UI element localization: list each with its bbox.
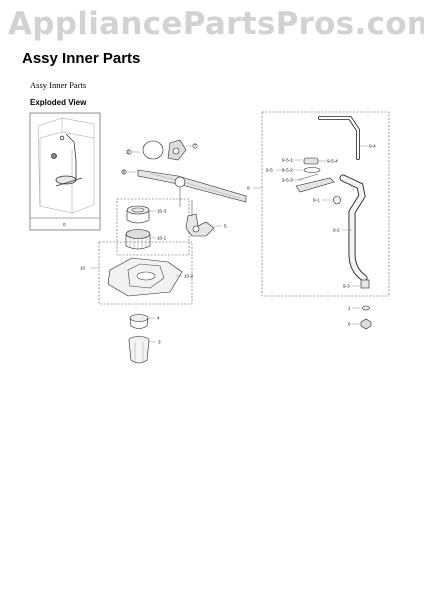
sump-cup [128, 336, 150, 364]
filter-top [126, 205, 150, 224]
section-heading: Exploded View [30, 98, 87, 107]
washer [362, 305, 370, 311]
callout-arm-part2: 9-5-2 [282, 168, 293, 173]
callout-box-a: 0 [63, 222, 66, 227]
callout-filter-top: 10-3 [157, 209, 167, 214]
filter-assy-box [98, 241, 193, 305]
callout-arm-part3: 9-5-3 [282, 178, 293, 183]
upper-arm-parts [295, 157, 335, 193]
nut [360, 318, 372, 330]
inset-pipe-sketch [51, 133, 83, 187]
callout-gasket: 2 [127, 150, 130, 155]
lower-spray-arm [137, 169, 247, 207]
callout-holder: 5 [224, 224, 227, 229]
callout-duct: 9-2 [333, 228, 340, 233]
inset-box [29, 112, 101, 231]
holder-part [185, 200, 215, 237]
callout-lower-arm: 8 [123, 170, 126, 175]
clip-part [167, 139, 187, 161]
callout-filter-assy: 10 [80, 266, 86, 271]
callout-arm-part1: 9-5-1 [282, 158, 293, 163]
page-title: Assy Inner Parts [22, 50, 141, 67]
site-watermark: AppliancePartsPros.com [8, 6, 424, 42]
inset-tub-sketch [37, 117, 95, 214]
upper-pipe [318, 116, 360, 160]
callout-sump-ring: 4 [157, 316, 160, 321]
callout-filter-mid: 10-1 [157, 236, 167, 241]
callout-nozzle: 9-5-4 [327, 159, 338, 164]
callout-upper-group: 9 [247, 186, 250, 191]
callout-duct-end: 9-3 [343, 284, 350, 289]
callout-washer: 1 [348, 306, 351, 311]
water-duct [339, 174, 368, 282]
callout-clip: 7 [194, 144, 197, 149]
gasket-ring [142, 140, 164, 160]
callout-nut: 6 [348, 322, 351, 327]
filter-mesh [125, 229, 151, 250]
callout-arm-group: 9-5 [266, 168, 273, 173]
filter-plate [107, 257, 183, 297]
upper-group-box [261, 111, 390, 297]
page-subtitle: Assy Inner Parts [30, 80, 87, 90]
callout-upper-pipe: 9-4 [369, 144, 376, 149]
callout-filter-plate: 10-2 [184, 274, 194, 279]
duct-cap [333, 195, 341, 205]
duct-end [360, 279, 370, 289]
sump-ring [129, 314, 149, 329]
callout-sump-cup: 3 [158, 340, 161, 345]
callout-cap: 9-1 [313, 198, 320, 203]
